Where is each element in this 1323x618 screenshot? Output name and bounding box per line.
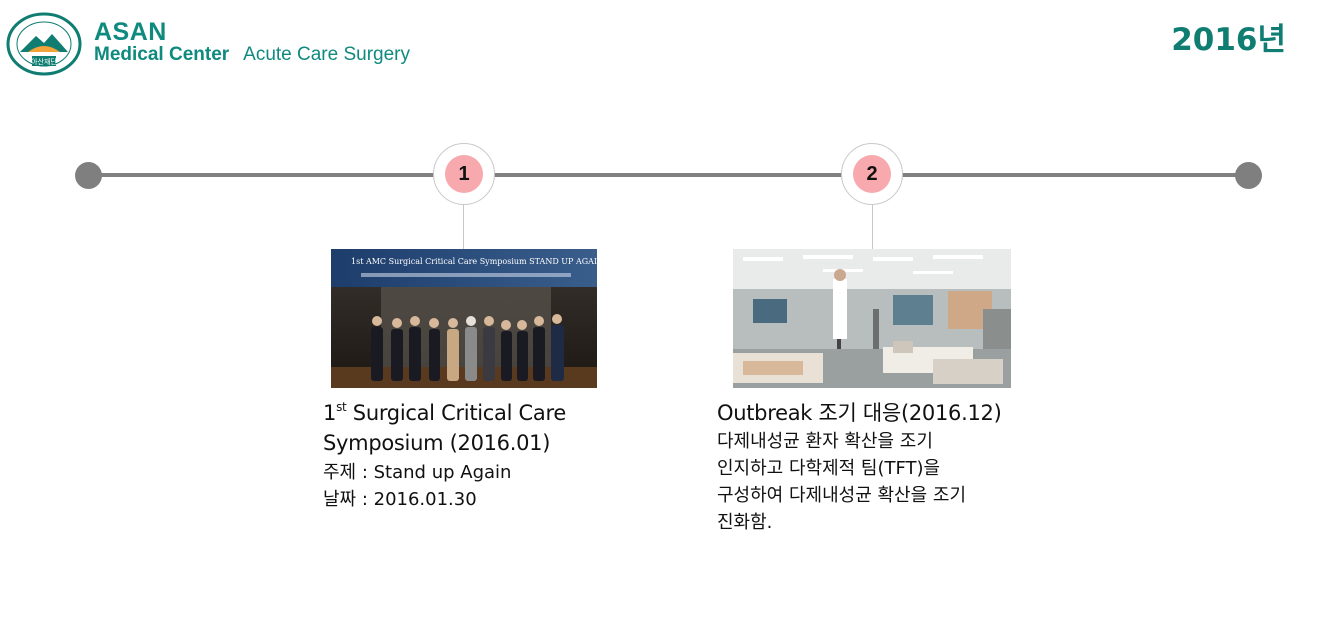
event-2-line-3: 구성하여 다제내성균 확산을 조기 — [717, 485, 967, 506]
symposium-banner-text: 1st AMC Surgical Critical Care Symposium… — [351, 257, 597, 266]
event-1-title-sup: st — [336, 400, 347, 414]
timeline-marker-1-number: 1 — [445, 155, 483, 193]
event-2-title: Outbreak 조기 대응(2016.12) — [717, 401, 1002, 425]
event-1-title-rest: Surgical Critical Care Symposium (2016.0… — [323, 401, 566, 455]
timeline-marker-2-number: 2 — [853, 155, 891, 193]
event-1-topic: 주제 : Stand up Again — [323, 462, 512, 483]
timeline-marker-1: 1 — [433, 143, 495, 205]
timeline-line — [88, 173, 1248, 177]
asan-foundation-logo: 아산재단 — [6, 12, 82, 76]
icu-ward-photo — [733, 249, 1011, 388]
timeline-end-dot — [1235, 162, 1262, 189]
brand-wordmark: ASAN Medical Center Acute Care Surgery — [94, 20, 410, 66]
timeline-connector-1 — [463, 205, 464, 249]
timeline-marker-2: 2 — [841, 143, 903, 205]
event-2-line-1: 다제내성균 환자 확산을 조기 — [717, 431, 933, 452]
event-1-title: 1st Surgical Critical Care Symposium (20… — [323, 398, 623, 458]
event-2-line-4: 진화함. — [717, 512, 773, 533]
event-2-details: 다제내성균 환자 확산을 조기 인지하고 다학제적 팀(TFT)을 구성하여 다… — [717, 428, 1047, 536]
timeline-start-dot — [75, 162, 102, 189]
event-1-details: 주제 : Stand up Again 날짜 : 2016.01.30 — [323, 459, 623, 513]
event-1-date: 날짜 : 2016.01.30 — [323, 489, 477, 510]
brand-asan: ASAN — [94, 18, 167, 46]
page-year-title: 2016년 — [1171, 22, 1286, 58]
symposium-group-photo: 1st AMC Surgical Critical Care Symposium… — [331, 249, 597, 388]
svg-text:아산재단: 아산재단 — [31, 57, 57, 66]
event-1-title-prefix: 1 — [323, 401, 337, 425]
brand-department: Acute Care Surgery — [243, 44, 411, 65]
event-2-line-2: 인지하고 다학제적 팀(TFT)을 — [717, 458, 941, 479]
brand-medical-center: Medical Center — [94, 44, 230, 65]
timeline-connector-2 — [872, 205, 873, 249]
